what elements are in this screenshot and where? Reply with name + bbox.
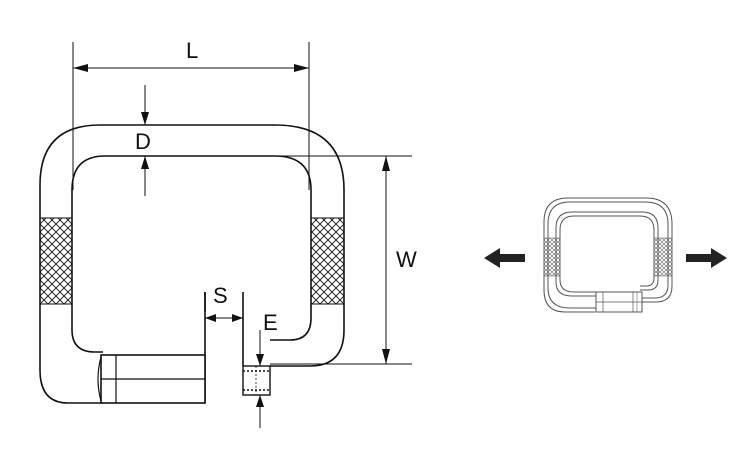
label-sleeve: E bbox=[263, 310, 278, 335]
dimension-arrowheads bbox=[73, 64, 390, 407]
threaded-stub bbox=[242, 365, 271, 396]
arrow-left-icon bbox=[484, 248, 525, 268]
thumbnail-knurls bbox=[543, 237, 673, 277]
label-length: L bbox=[186, 38, 198, 63]
link-body bbox=[39, 124, 345, 404]
arrow-right-icon bbox=[686, 248, 727, 268]
hex-sleeve bbox=[97, 354, 206, 404]
label-wire-diameter: D bbox=[135, 129, 151, 154]
thumbnail-link bbox=[543, 197, 673, 313]
link-outer-contour bbox=[39, 124, 345, 404]
label-width: W bbox=[396, 247, 417, 272]
thumbnail-sleeve bbox=[595, 291, 643, 313]
knurl-left bbox=[39, 217, 73, 305]
label-gap-opening: S bbox=[213, 283, 228, 308]
knurl-right bbox=[310, 217, 345, 305]
